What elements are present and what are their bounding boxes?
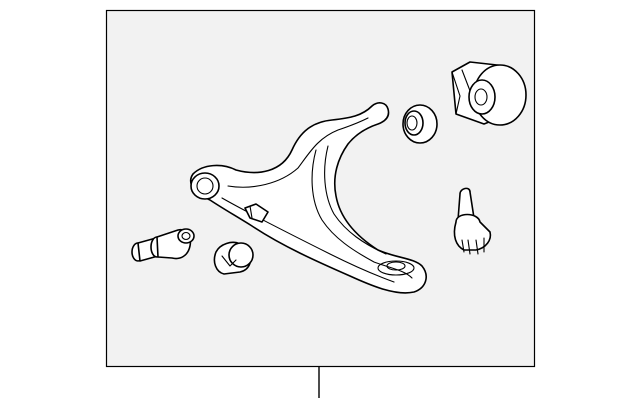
bolt xyxy=(131,228,195,262)
nut xyxy=(213,241,254,275)
ball-joint xyxy=(453,187,492,255)
rear-bushing-bracket xyxy=(451,61,527,126)
lower-control-arm xyxy=(189,102,427,294)
rear-bushing xyxy=(402,104,438,144)
